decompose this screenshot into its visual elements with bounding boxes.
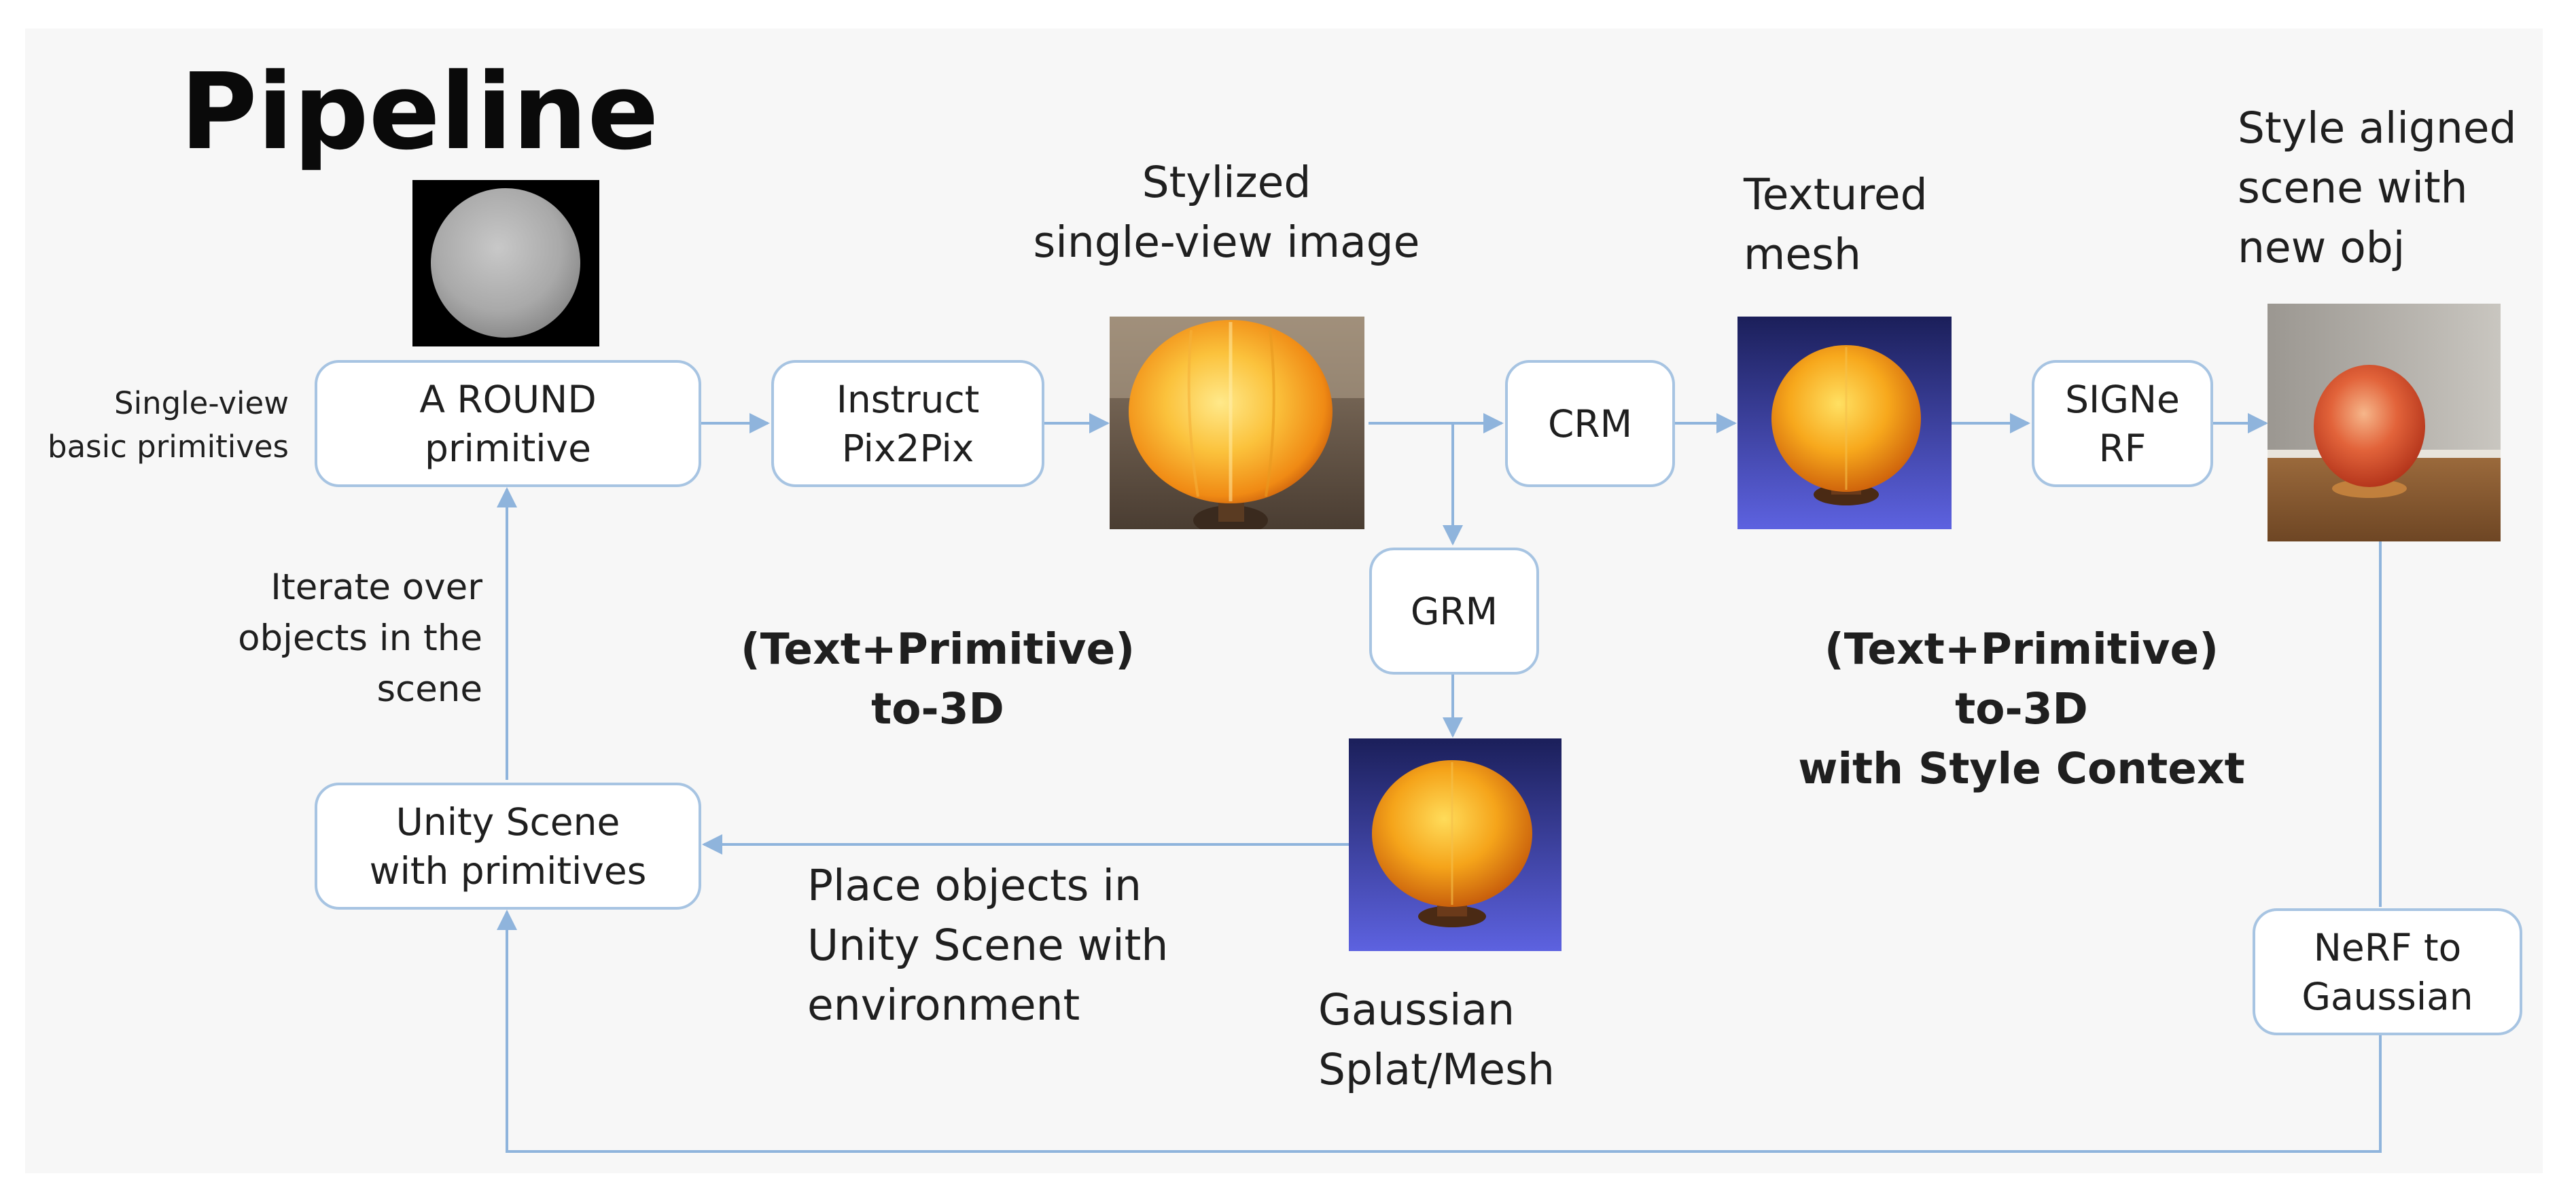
gaussian-splat-image xyxy=(1349,738,1562,951)
arrow-nerf-loop-to-unity xyxy=(497,910,2382,1153)
page-title: Pipeline xyxy=(180,50,659,173)
iterate-objects-label: Iterate over objects in the scene xyxy=(238,567,482,710)
unity-scene-box: Unity Scene with primitives xyxy=(315,783,701,910)
text-primitive-3d-label: (Text+Primitive) to-3D xyxy=(740,624,1135,734)
round-primitive-box: A ROUND primitive xyxy=(315,360,701,487)
style-aligned-label: Style aligned scene with new obj xyxy=(2238,103,2517,272)
signerf-box: SIGNe RF xyxy=(2032,360,2213,487)
nerf-to-gaussian-box: NeRF to Gaussian xyxy=(2253,908,2522,1035)
scene-object-image xyxy=(2268,304,2501,541)
stylized-image-label: Stylized single-view image xyxy=(1033,158,1420,267)
place-objects-label: Place objects in Unity Scene with enviro… xyxy=(807,861,1169,1030)
stylized-lamp-image xyxy=(1110,317,1364,529)
gaussian-splat-label: Gaussian Splat/Mesh xyxy=(1318,985,1555,1094)
single-view-primitives-label: Single-view basic primitives xyxy=(48,385,289,465)
grm-box: GRM xyxy=(1369,548,1539,675)
crm-box: CRM xyxy=(1505,360,1675,487)
gray-sphere-image xyxy=(412,180,599,346)
instruct-pix2pix-box: Instruct Pix2Pix xyxy=(771,360,1044,487)
textured-mesh-label: Textured mesh xyxy=(1744,170,1928,279)
textured-mesh-image xyxy=(1737,317,1952,529)
text-primitive-3d-style-label: (Text+Primitive) to-3D with Style Contex… xyxy=(1798,624,2245,793)
